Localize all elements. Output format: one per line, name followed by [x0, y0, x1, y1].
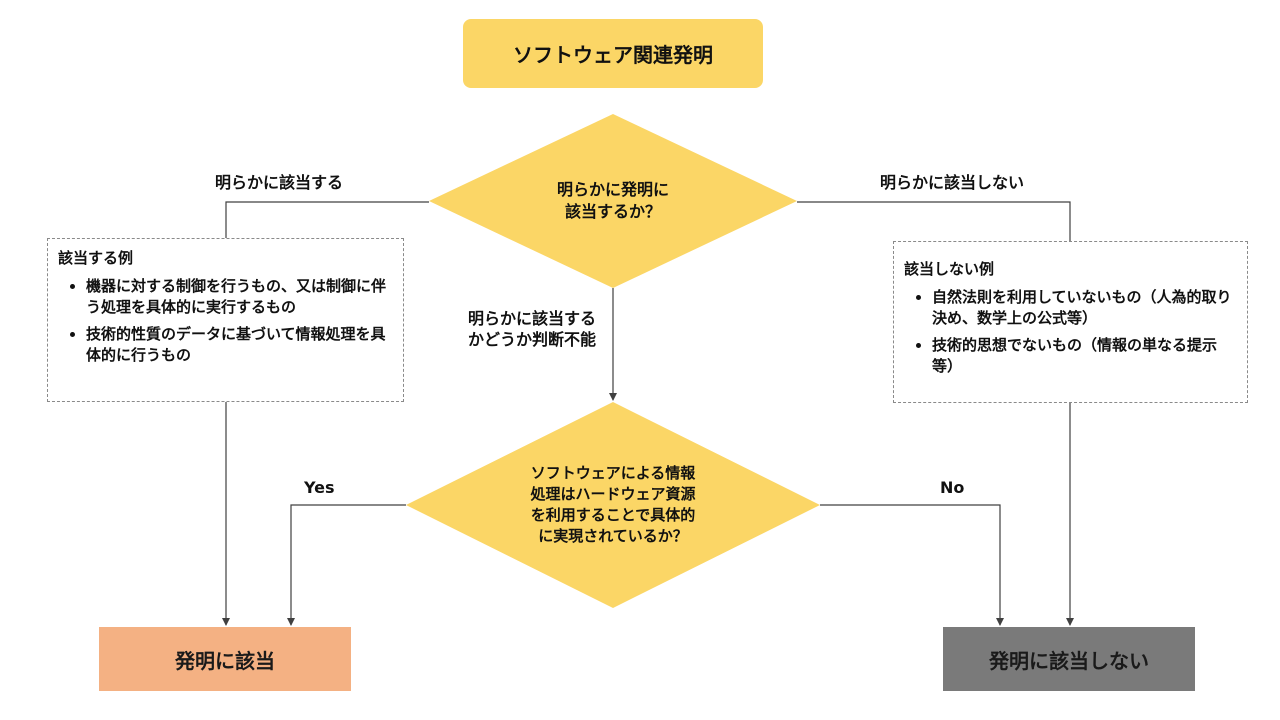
branch-middle-line: 明らかに該当する [467, 309, 596, 328]
decision1-diamond [429, 114, 797, 288]
branch-middle-line: かどうか判断不能 [467, 329, 596, 349]
examples-no-list: 自然法則を利用していないもの（人為的取り決め、数学上の公式等） 技術的思想でない… [904, 287, 1237, 377]
examples-no-title: 該当しない例 [904, 260, 995, 278]
examples-yes-list: 機器に対する制御を行うもの、又は制御に伴う処理を具体的に実行するもの 技術的性質… [58, 276, 393, 366]
result-yes-box: 発明に該当 [99, 627, 351, 691]
branch-left-label: 明らかに該当する [215, 173, 344, 192]
result-no-box: 発明に該当しない [943, 627, 1195, 691]
connector-no [820, 504, 1004, 626]
decision2-text: ソフトウェアによる情報 処理はハードウェア資源 を利用することで具体的 に実現さ… [480, 455, 746, 555]
decision2-line: ソフトウェアによる情報 [530, 464, 696, 482]
no-label: No [940, 478, 965, 497]
examples-yes-item: 機器に対する制御を行うもの、又は制御に伴う処理を具体的に実行するもの [86, 276, 393, 318]
decision1-line: 該当するか？ [564, 202, 661, 221]
branch-right-label: 明らかに該当しない [880, 173, 1025, 192]
decision2-line: を利用することで具体的 [530, 506, 696, 524]
examples-no-item: 自然法則を利用していないもの（人為的取り決め、数学上の公式等） [932, 287, 1237, 329]
decision1-text: 明らかに発明に 該当するか？ [500, 168, 726, 234]
title-text: ソフトウェア関連発明 [513, 43, 713, 67]
examples-yes-item: 技術的性質のデータに基づいて情報処理を具体的に行うもの [86, 324, 393, 366]
decision1-line: 明らかに発明に [556, 179, 669, 199]
connector-left-branch [225, 201, 429, 240]
decision2-line: に実現されているか？ [538, 527, 688, 545]
decision2-diamond [406, 402, 820, 608]
examples-yes-box: 該当する例 機器に対する制御を行うもの、又は制御に伴う処理を具体的に実行するもの… [47, 238, 404, 402]
result-no-text: 発明に該当しない [989, 648, 1149, 673]
yes-label: Yes [304, 478, 335, 497]
result-yes-text: 発明に該当 [175, 648, 275, 673]
branch-middle-label: 明らかに該当する かどうか判断不能 [440, 309, 596, 351]
examples-yes-title: 該当する例 [58, 249, 134, 267]
examples-no-box: 該当しない例 自然法則を利用していないもの（人為的取り決め、数学上の公式等） 技… [893, 241, 1248, 403]
examples-no-item: 技術的思想でないもの（情報の単なる提示等） [932, 335, 1237, 377]
decision2-line: 処理はハードウェア資源 [530, 485, 696, 503]
connector-right-branch [797, 201, 1071, 241]
title-box: ソフトウェア関連発明 [463, 19, 763, 88]
connector-yes [287, 504, 406, 626]
